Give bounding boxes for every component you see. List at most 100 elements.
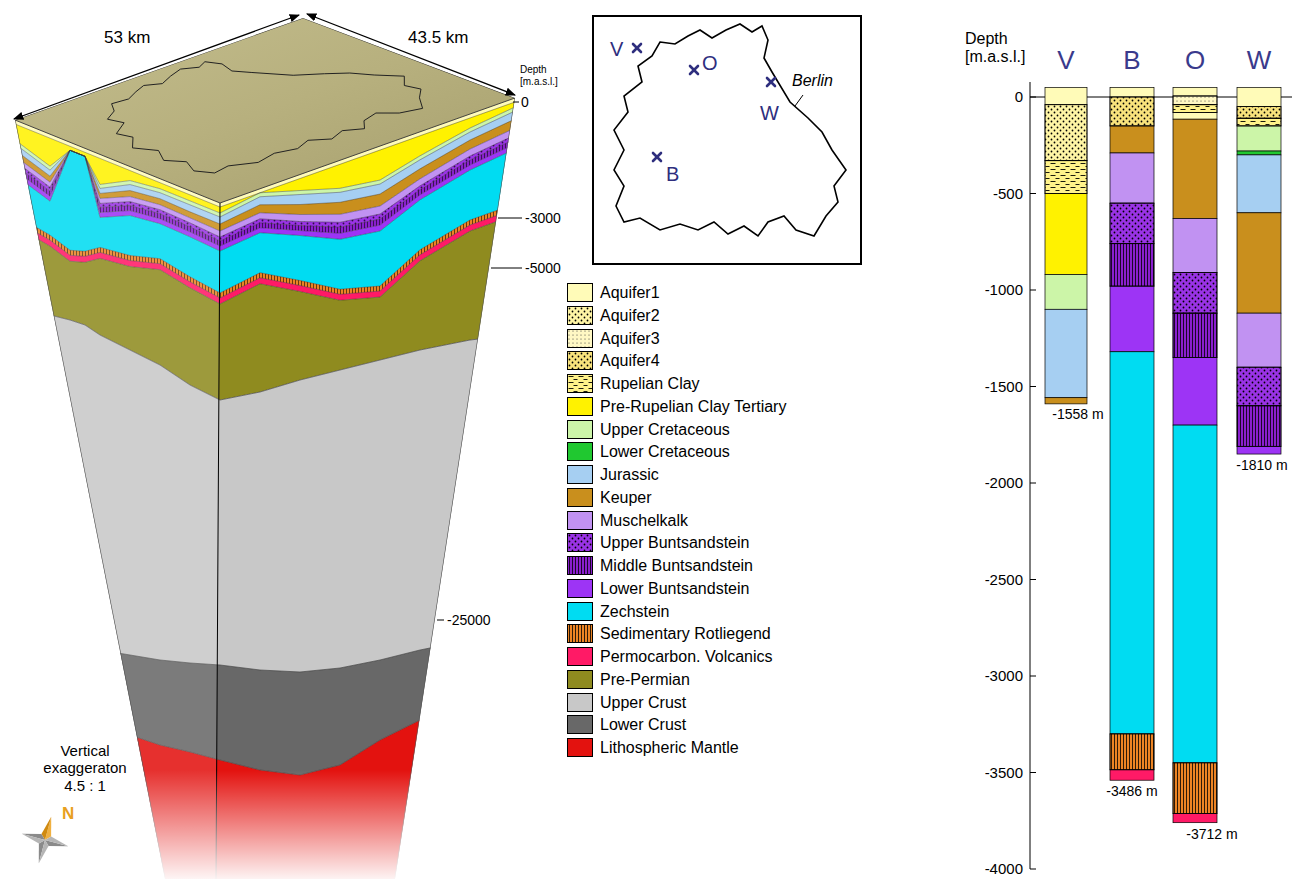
layer-pattern	[1173, 105, 1217, 113]
column-layer	[1110, 352, 1154, 734]
layer-pattern	[220, 204, 515, 298]
column-layer	[1110, 203, 1154, 244]
column-layer	[1237, 126, 1281, 151]
legend-swatch	[567, 283, 593, 302]
column-layer	[1237, 118, 1281, 126]
swatch-pattern	[568, 557, 593, 575]
column-layer	[1237, 107, 1281, 119]
depth-tick-label: -1000	[985, 281, 1023, 298]
column-layer	[1173, 313, 1217, 357]
column-layer	[1045, 275, 1087, 310]
legend-swatch	[567, 329, 593, 348]
geological-block	[0, 0, 530, 879]
legend-text: Upper Buntsandstein	[600, 533, 749, 552]
city-name: Berlin	[792, 72, 833, 90]
column-layer	[1173, 112, 1217, 119]
layer-pattern	[1110, 97, 1154, 126]
column-layer	[1173, 87, 1217, 96]
legend-swatch	[567, 511, 593, 530]
layer-pattern	[1237, 118, 1281, 126]
layer-pattern	[1045, 105, 1087, 161]
column-layer	[1045, 194, 1087, 275]
column-layer	[1237, 151, 1281, 155]
compass-label: N	[62, 804, 74, 824]
depth-tick-label: -2000	[985, 474, 1023, 491]
column-layer	[1173, 219, 1217, 273]
well-name: V	[610, 38, 623, 61]
legend-text: Aquifer3	[600, 329, 660, 348]
depth-tick-label: -25000	[447, 612, 491, 628]
face-shading	[0, 0, 530, 879]
depth-tick-label: -3500	[985, 764, 1023, 781]
city-outline	[614, 24, 846, 236]
legend-swatch	[567, 442, 593, 461]
layer-pattern	[1110, 734, 1154, 770]
legend-text: Keuper	[600, 488, 652, 507]
borehole-column	[1110, 87, 1154, 780]
column-layer	[1110, 734, 1154, 770]
dimension-label: 53 km	[104, 28, 150, 48]
dimension-label: 43.5 km	[408, 28, 468, 48]
layer-pattern	[1237, 107, 1281, 119]
legend-swatch	[567, 306, 593, 325]
layer-boundary	[220, 215, 515, 304]
well-name: O	[702, 52, 718, 75]
column-layer	[1237, 87, 1281, 106]
layer-pattern	[1173, 96, 1217, 105]
column-layer	[1045, 105, 1087, 161]
legend-swatch	[567, 579, 593, 598]
legend-text: Lower Cretaceous	[600, 442, 730, 461]
depth-tick-label: -500	[993, 185, 1023, 202]
legend-swatch	[567, 420, 593, 439]
layer-pattern	[1110, 244, 1154, 286]
swatch-pattern	[568, 307, 593, 325]
depth-value: -1810 m	[1236, 457, 1287, 473]
swatch-pattern	[568, 352, 593, 370]
swatch-pattern	[568, 330, 593, 348]
legend-swatch	[567, 533, 593, 552]
column-layer	[1237, 406, 1281, 447]
depth-tick-label: -5000	[525, 260, 561, 276]
column-layer	[1110, 126, 1154, 153]
legend-text: Sedimentary Rotliegend	[600, 624, 771, 643]
legend-swatch	[567, 715, 593, 734]
layer-pattern	[1045, 161, 1087, 194]
column-layer	[1173, 813, 1217, 822]
legend-swatch	[567, 602, 593, 621]
block-edge	[395, 98, 515, 879]
borehole-columns	[1045, 87, 1281, 822]
city-outline	[107, 62, 422, 173]
depth-tick-label: -4000	[985, 860, 1023, 877]
legend-text: Muschelkalk	[600, 511, 688, 530]
well-name: V	[1057, 46, 1074, 76]
column-layer	[1173, 273, 1217, 314]
borehole-column	[1045, 87, 1087, 404]
column-layer	[1173, 119, 1217, 218]
column-layer	[1045, 398, 1087, 404]
depth-value: -3712 m	[1186, 826, 1237, 842]
layer-boundary	[220, 635, 515, 672]
layer-pattern	[1110, 203, 1154, 244]
depth-axis	[1030, 82, 1292, 869]
legend-text: Aquifer1	[600, 283, 660, 302]
column-layer	[1237, 313, 1281, 367]
leader-line	[795, 95, 803, 106]
legend-text: Permocarbon. Volcanics	[600, 647, 773, 666]
column-layer	[1045, 87, 1087, 104]
legend-text: Pre-Permian	[600, 670, 690, 689]
legend-text: Upper Cretaceous	[600, 420, 730, 439]
depth-tick-label: -3000	[985, 667, 1023, 684]
layer-pattern	[1173, 313, 1217, 357]
depth-tick-label: 0	[1015, 88, 1023, 105]
depth-tick-label: 0	[521, 94, 529, 110]
block-face	[220, 98, 515, 879]
legend-text: Aquifer2	[600, 306, 660, 325]
legend-text: Rupelian Clay	[600, 374, 700, 393]
legend-swatch	[567, 647, 593, 666]
layer-boundary	[220, 204, 515, 293]
dimension-arrow	[307, 14, 515, 95]
swatch-pattern	[568, 375, 593, 393]
borehole-column	[1237, 87, 1281, 454]
legend-swatch	[567, 465, 593, 484]
column-layer	[1045, 161, 1087, 194]
